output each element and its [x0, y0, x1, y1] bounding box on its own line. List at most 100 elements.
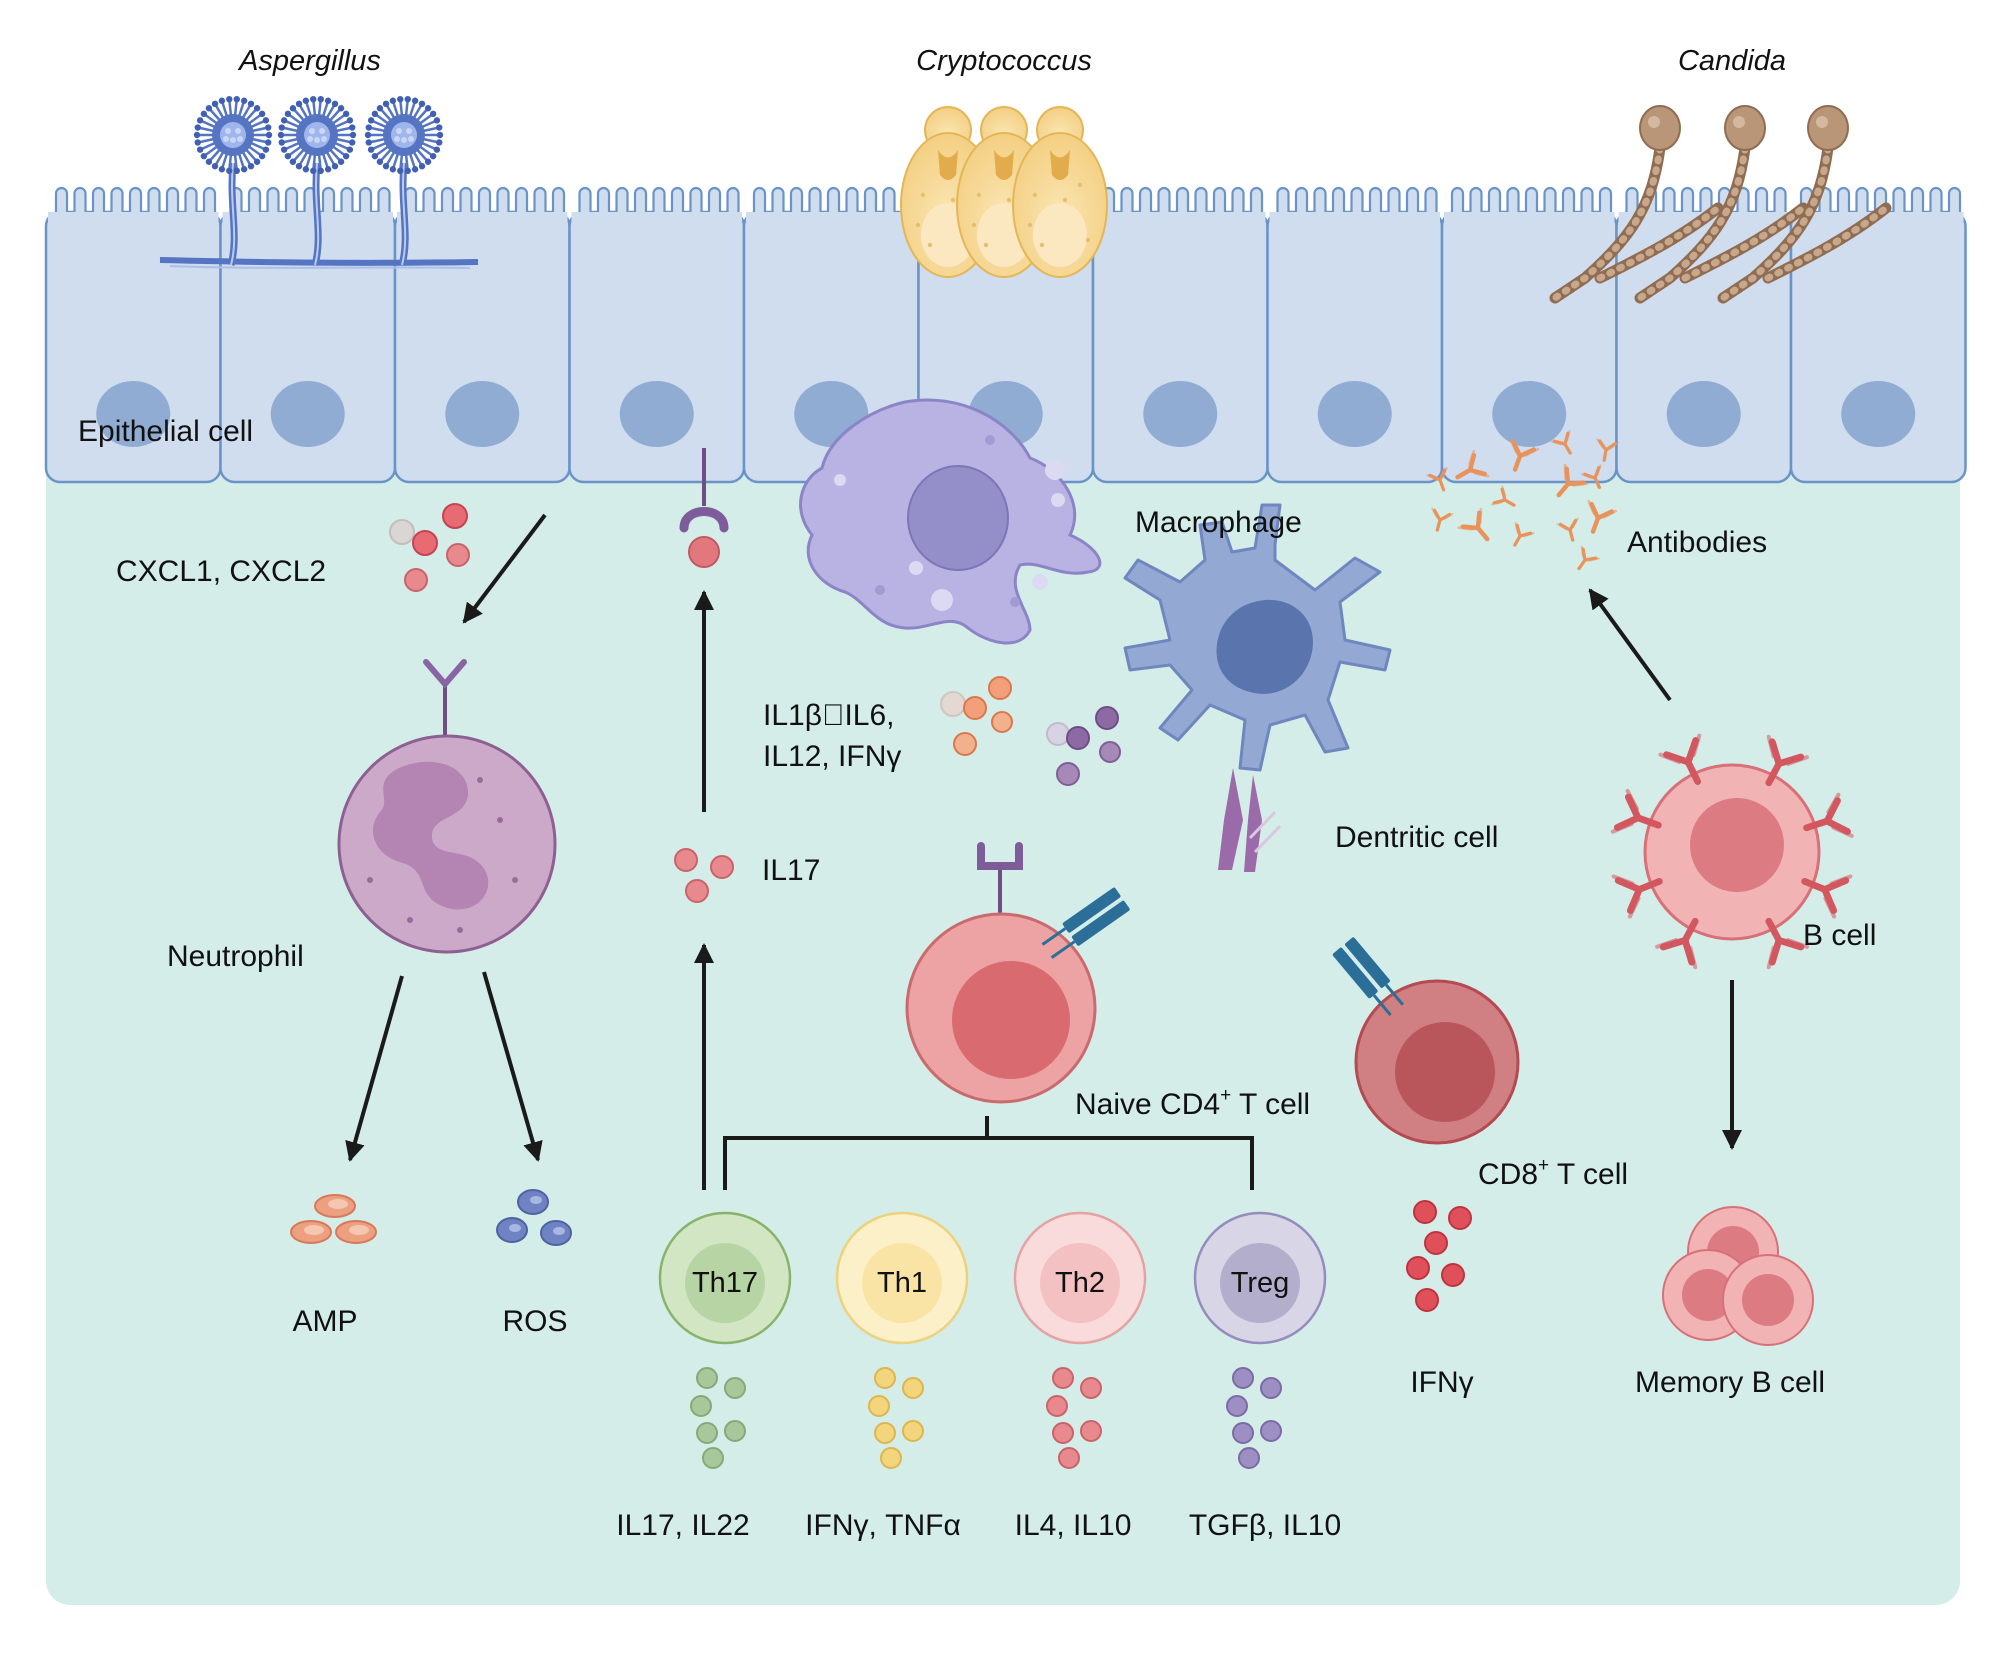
cd8-t-cell [1332, 937, 1520, 1145]
cxcl-label: CXCL1, CXCL2 [116, 555, 326, 588]
naive-cd4-t-cell [905, 842, 1130, 1104]
th-subset-label: Th1 [877, 1267, 927, 1299]
antibody [1587, 499, 1618, 534]
epithelial-cell [393, 186, 571, 484]
nucleus [1317, 381, 1392, 447]
cytokine-dot [1441, 1263, 1465, 1287]
b-cell [1610, 733, 1854, 970]
antibody [1580, 464, 1602, 490]
antibody [1596, 438, 1619, 462]
cytokine-dot [724, 1420, 746, 1442]
cytokine-dot [724, 1377, 746, 1399]
ifng-label: IFNγ [1410, 1366, 1473, 1399]
aspergillus-label: Aspergillus [237, 45, 381, 77]
antibody [1577, 545, 1600, 571]
antibody [1556, 463, 1589, 498]
neutrophil-cell [337, 659, 557, 954]
antibody [1490, 485, 1516, 507]
cytokine-dot [880, 1447, 902, 1469]
antibody [1455, 449, 1490, 480]
epithelial-cell [1789, 186, 1967, 484]
cytokine-dot [685, 879, 709, 903]
ros-highlight [553, 1227, 565, 1235]
epithelial-cell [568, 186, 746, 484]
cytokine-dot [988, 676, 1012, 700]
naive-cd4-sup: + [1220, 1085, 1231, 1106]
macrophage-cell [799, 398, 1102, 645]
cytokine-dot [902, 1377, 924, 1399]
cytokine-dot [1415, 1288, 1439, 1312]
cytokine-dot [940, 691, 966, 717]
candida-hypha [1634, 105, 1809, 304]
candida-fungus [1549, 105, 1892, 304]
epithelial-cell [44, 186, 222, 484]
aspergillus-conidiophore [364, 95, 444, 266]
aspergillus-conidiophore [193, 95, 273, 266]
cytokine-dot [868, 1395, 890, 1417]
cytokine-dot [1080, 1377, 1102, 1399]
naive-cd4-main: Naive CD4 [1075, 1088, 1220, 1121]
cytokine-dot [1058, 1447, 1080, 1469]
antibody [1610, 789, 1662, 834]
th-subset-cytokines: IL4, IL10 [1015, 1509, 1132, 1542]
dendritic-cell [1123, 503, 1392, 872]
antibody [1765, 917, 1809, 970]
cytokine-dot [446, 543, 470, 567]
amp-highlight [328, 1199, 348, 1209]
antibody [1655, 917, 1699, 970]
memory-b-cell-label: Memory B cell [1635, 1366, 1825, 1399]
nucleus [270, 381, 345, 447]
cytokine-dot [1406, 1256, 1430, 1280]
cytokine-dot [674, 848, 698, 872]
antibody [1765, 734, 1809, 787]
cytokine-dot [404, 568, 428, 592]
cytokine-dots [290, 503, 1472, 1469]
cytokine-dot [1260, 1420, 1282, 1442]
naive-cd4-label: Naive CD4+ T cell [1075, 1085, 1310, 1121]
b-cell-label: B cell [1803, 919, 1876, 952]
cytokine-dot [702, 1447, 724, 1469]
epithelial-cell [219, 186, 397, 484]
cytokine-dot [991, 711, 1013, 733]
cytokine-dot [1413, 1200, 1437, 1224]
nucleus [96, 381, 171, 447]
ros-highlight [509, 1224, 521, 1232]
il17-label: IL17 [762, 854, 820, 887]
cytokine-dot [1046, 722, 1070, 746]
nucleus [445, 381, 520, 447]
th-subset-cytokines: IFNγ, TNFα [805, 1509, 961, 1542]
cytokine-dot [874, 1367, 896, 1389]
antibody [1658, 733, 1702, 785]
cytokine-dot [1056, 762, 1080, 786]
epithelial-cell-label: Epithelial cell [78, 415, 253, 448]
cytokine-dot [412, 530, 438, 556]
nucleus [1666, 381, 1741, 447]
antibodies-label: Antibodies [1627, 526, 1767, 559]
cytokine-dot [1052, 1367, 1074, 1389]
th-subset-cytokines: IL17, IL22 [616, 1509, 749, 1542]
cytokine-dot [1226, 1395, 1248, 1417]
cytokine-dot [1424, 1231, 1448, 1255]
cytokine-dot [1232, 1422, 1254, 1444]
nucleus [1492, 381, 1567, 447]
differentiation-connector [723, 1116, 1254, 1190]
cytokine-dot [1099, 741, 1121, 763]
th-subset-cytokines: TGFβ, IL10 [1189, 1509, 1341, 1542]
cytokine-dot [1052, 1422, 1074, 1444]
cryptococcus-yeast [1012, 106, 1108, 278]
antibody [1509, 437, 1540, 472]
neutrophil-label: Neutrophil [167, 940, 304, 973]
cytokine-dot [874, 1422, 896, 1444]
cytokine-dot [1238, 1447, 1260, 1469]
antibody [1431, 507, 1454, 532]
cryptococcus-label: Cryptococcus [916, 45, 1092, 77]
ros-highlight [530, 1196, 542, 1204]
antibody [1801, 874, 1853, 919]
dendritic-cell-label: Dentritic cell [1335, 821, 1498, 854]
cytokine-dot [1095, 706, 1119, 730]
cytokine-dot [1232, 1367, 1254, 1389]
th-subset-label: Th2 [1055, 1267, 1105, 1299]
amp-highlight [349, 1225, 369, 1235]
